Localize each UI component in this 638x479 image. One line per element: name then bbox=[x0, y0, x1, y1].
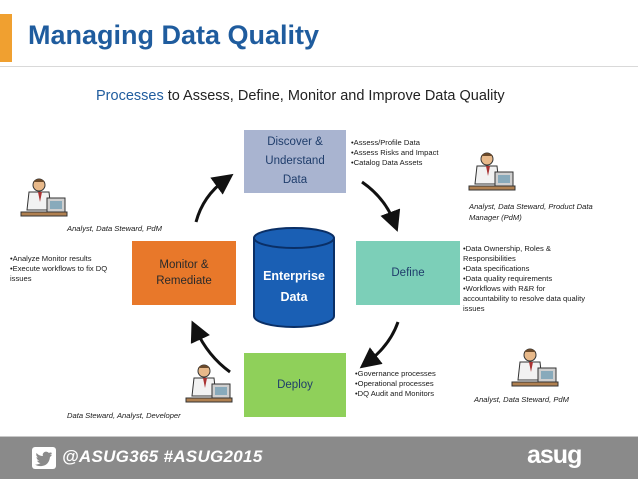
cycle-arrow-icon bbox=[361, 180, 401, 232]
twitter-bird-icon[interactable] bbox=[32, 447, 56, 469]
step-discover: Discover & Understand Data bbox=[244, 130, 346, 193]
role-top-right: Analyst, Data Steward, Product Data Mana… bbox=[469, 201, 593, 223]
define-notes: •Data Ownership, Roles & Responsibilitie… bbox=[463, 244, 585, 314]
subtitle-rest: to Assess, Define, Monitor and Improve D… bbox=[167, 88, 505, 104]
asug-logo: asug bbox=[527, 441, 582, 469]
cycle-arrow-icon bbox=[190, 320, 231, 374]
note-item: •Workflows with R&R for bbox=[463, 284, 546, 293]
person-at-computer-icon bbox=[511, 348, 559, 387]
note-item: Responsibilities bbox=[463, 254, 516, 263]
note-item: •DQ Audit and Monitors bbox=[355, 389, 435, 398]
note-item: •Assess/Profile Data bbox=[351, 138, 420, 147]
center-label-line1: Enterprise bbox=[263, 269, 325, 283]
note-item: issues bbox=[10, 274, 32, 283]
person-at-computer-icon bbox=[20, 178, 68, 217]
note-item: •Assess Risks and Impact bbox=[351, 148, 439, 157]
header-divider bbox=[0, 66, 638, 67]
note-item: •Data specifications bbox=[463, 264, 530, 273]
note-item: •Operational processes bbox=[355, 379, 434, 388]
note-item: issues bbox=[463, 304, 485, 313]
note-item: •Catalog Data Assets bbox=[351, 158, 423, 167]
cycle-arrow-icon bbox=[359, 321, 400, 369]
footer-hashtags: @ASUG365 #ASUG2015 bbox=[62, 447, 263, 466]
note-item: •Analyze Monitor results bbox=[10, 254, 92, 263]
cycle-arrow-icon bbox=[194, 173, 234, 223]
diagram-subtitle: Processes to Assess, Define, Monitor and… bbox=[96, 88, 505, 104]
note-item: •Governance processes bbox=[355, 369, 436, 378]
step-define-label: Define bbox=[391, 266, 425, 279]
enterprise-data-cylinder: Enterprise Data bbox=[253, 227, 335, 328]
step-deploy-label: Deploy bbox=[277, 378, 313, 391]
step-discover-line2: Understand bbox=[265, 155, 325, 167]
page-title: Managing Data Quality bbox=[28, 20, 320, 50]
person-at-computer-icon bbox=[185, 364, 233, 403]
step-monitor-line1: Monitor & bbox=[159, 259, 209, 271]
role-top-left: Analyst, Data Steward, PdM bbox=[67, 224, 162, 233]
subtitle-highlight: Processes bbox=[96, 88, 164, 104]
role-top-right-line1: Analyst, Data Steward, Product Data bbox=[469, 202, 593, 211]
note-item: •Data Ownership, Roles & bbox=[463, 244, 551, 253]
step-deploy: Deploy bbox=[244, 353, 346, 417]
step-discover-line3: Data bbox=[282, 174, 308, 186]
discover-notes: •Assess/Profile Data •Assess Risks and I… bbox=[351, 138, 438, 168]
step-define: Define bbox=[356, 241, 460, 305]
deploy-notes: •Governance processes •Operational proce… bbox=[355, 369, 436, 399]
header-accent-bar bbox=[0, 14, 12, 62]
note-item: •Data quality requirements bbox=[463, 274, 553, 283]
role-bottom-right: Analyst, Data Steward, PdM bbox=[474, 395, 569, 404]
note-item: accountability to resolve data quality bbox=[463, 294, 585, 303]
person-at-computer-icon bbox=[468, 152, 516, 191]
center-label-line2: Data bbox=[280, 290, 308, 304]
step-monitor: Monitor & Remediate bbox=[132, 241, 236, 305]
footer-bar bbox=[0, 437, 638, 479]
role-bottom-left: Data Steward, Analyst, Developer bbox=[67, 411, 181, 420]
monitor-notes: •Analyze Monitor results •Execute workfl… bbox=[10, 254, 107, 284]
note-item: •Execute workflows to fix DQ bbox=[10, 264, 108, 273]
role-top-right-line2: Manager (PdM) bbox=[469, 213, 522, 222]
step-discover-line1: Discover & bbox=[267, 136, 323, 148]
step-monitor-line2: Remediate bbox=[156, 275, 212, 287]
